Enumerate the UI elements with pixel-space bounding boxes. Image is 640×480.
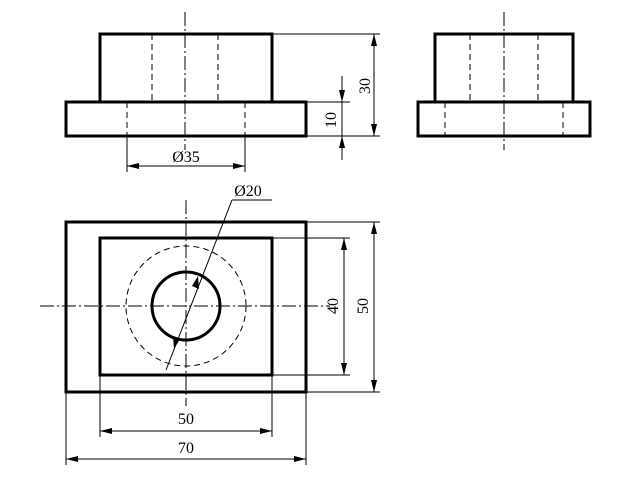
dimension-bore-diameter: Ø35 <box>126 136 246 172</box>
dim-label-hole-diameter: Ø20 <box>234 183 262 200</box>
front-view: Ø35 30 10 <box>64 12 380 172</box>
dimension-heights: 30 10 <box>272 33 380 160</box>
dim-label-outer-height: 50 <box>355 298 372 314</box>
dim-label-inner-height: 40 <box>325 298 342 314</box>
dimension-hole-diameter: Ø20 <box>165 183 272 371</box>
top-view: Ø20 50 70 40 <box>40 183 380 465</box>
dimension-outer-height: 50 <box>306 221 380 393</box>
dim-label-outer-width: 70 <box>178 440 194 457</box>
dim-label-base-height: 10 <box>323 112 340 128</box>
dim-label-total-height: 30 <box>357 78 374 94</box>
side-view <box>416 12 592 150</box>
dim-label-bore-diameter: Ø35 <box>172 149 200 166</box>
front-view-upper-block <box>98 32 274 104</box>
dimension-inner-width: 50 <box>99 375 273 437</box>
dimension-outer-width: 70 <box>65 392 307 465</box>
front-view-base <box>64 100 308 138</box>
dimension-inner-height: 40 <box>272 237 350 376</box>
dim-label-inner-width: 50 <box>178 411 194 428</box>
